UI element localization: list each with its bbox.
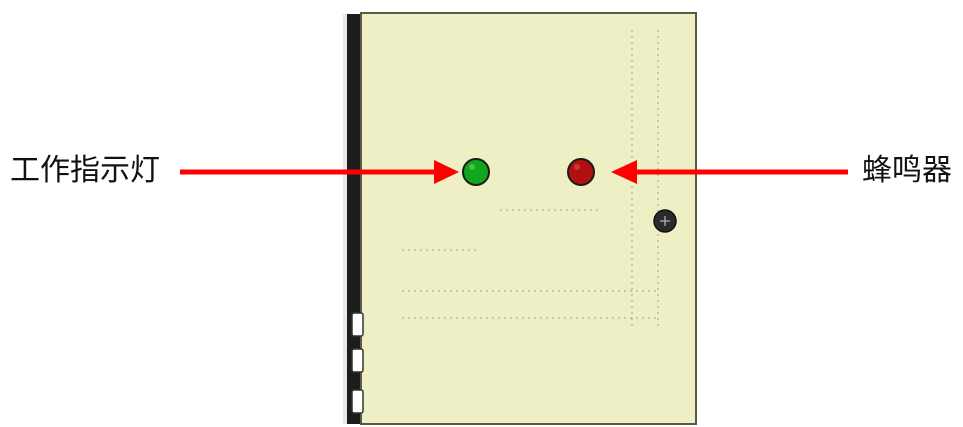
arrow-to-indicator — [180, 160, 459, 184]
enclosure-panel — [360, 12, 697, 425]
screw-knob-icon — [653, 209, 677, 233]
arrow-to-buzzer — [611, 160, 848, 184]
buzzer-label: 蜂鸣器 — [862, 153, 952, 188]
red-buzzer-icon — [567, 158, 595, 186]
work-indicator-label: 工作指示灯 — [10, 153, 160, 188]
side-connectors — [351, 312, 364, 414]
green-led-icon — [462, 158, 490, 186]
